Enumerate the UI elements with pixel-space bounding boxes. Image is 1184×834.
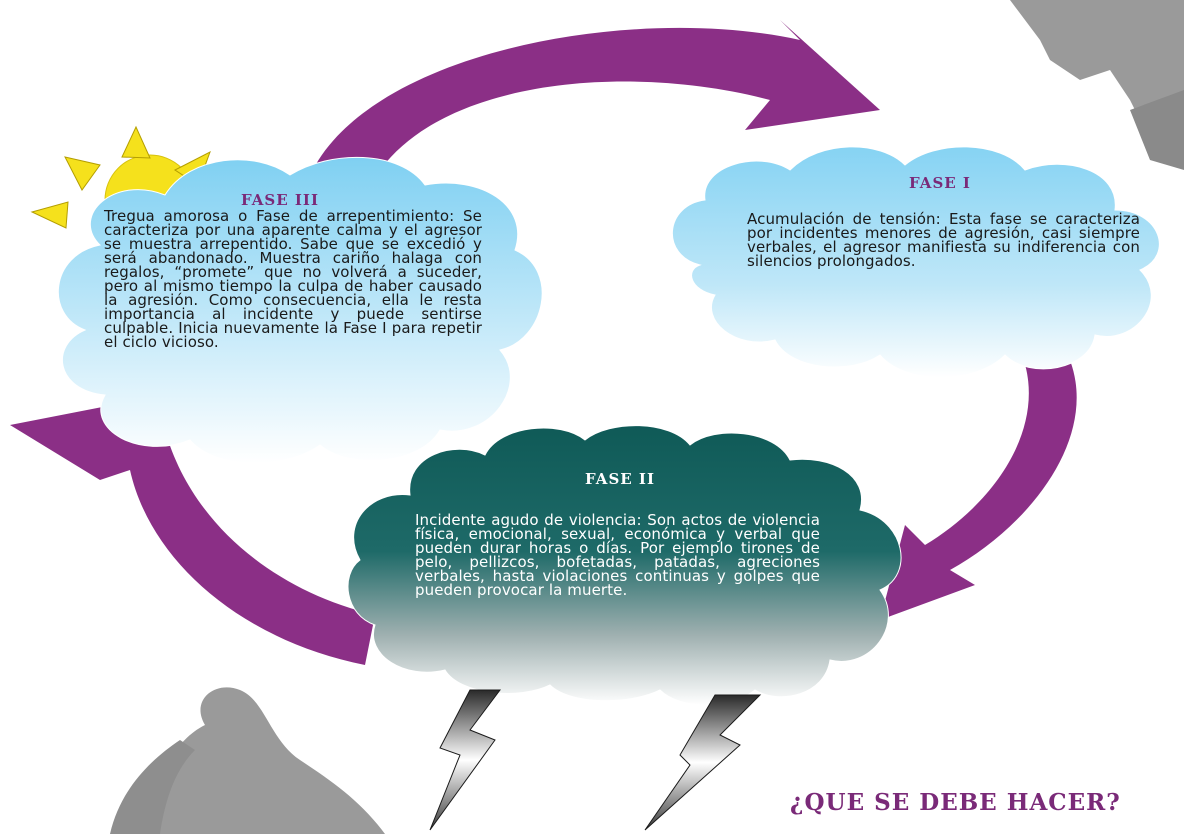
cta-question: ¿QUE SE DEBE HACER? bbox=[790, 789, 1121, 816]
phase1-body: Acumulación de tensión: Esta fase se car… bbox=[747, 210, 1140, 270]
phase3-body: Tregua amorosa o Fase de arrepentimiento… bbox=[104, 207, 482, 351]
phase3-title: FASE III bbox=[241, 191, 319, 209]
figure-silhouette-icon bbox=[1010, 0, 1184, 170]
cloud-fase3 bbox=[57, 156, 543, 464]
phase2-title: FASE II bbox=[585, 470, 655, 488]
arrow-right bbox=[880, 340, 1077, 620]
lightning-icon bbox=[429, 689, 762, 831]
person-silhouette-icon bbox=[110, 687, 385, 834]
cycle-arrows bbox=[10, 20, 1077, 665]
arrow-top bbox=[300, 20, 880, 210]
cloud-fase1 bbox=[672, 146, 1160, 378]
phase1-title: FASE I bbox=[909, 174, 971, 192]
phase2-body: Incidente agudo de violencia: Son actos … bbox=[415, 511, 820, 599]
arrow-left bbox=[10, 390, 375, 665]
